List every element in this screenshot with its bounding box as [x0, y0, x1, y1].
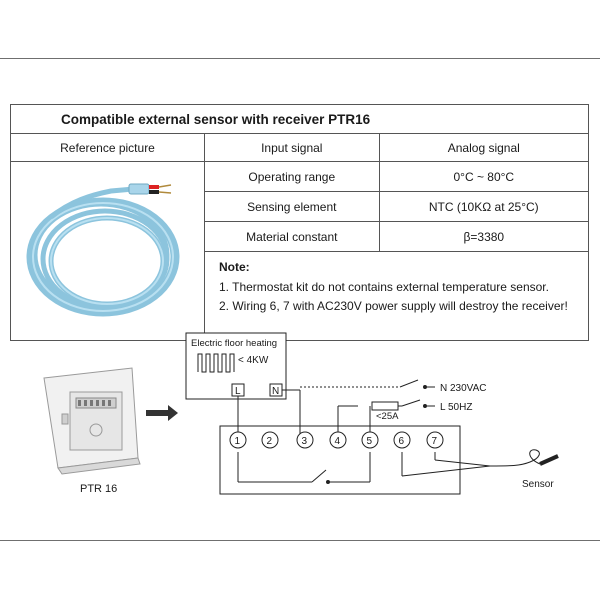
- terminal-block: 1 2 3 4 5 6 7: [219, 425, 461, 495]
- row-label-sensing-element: Sensing element: [204, 191, 380, 222]
- terminal-5: 5: [367, 436, 373, 447]
- receiver-label: PTR 16: [80, 483, 117, 495]
- note-line-1: 1. Thermostat kit do not contains extern…: [219, 280, 549, 294]
- heater-box: Electric floor heating < 4KW L N: [185, 332, 287, 400]
- header-analog-signal: Analog signal: [378, 133, 590, 162]
- row-label-material-constant: Material constant: [204, 221, 380, 252]
- row-value-sensing-element: NTC (10KΩ at 25°C): [378, 191, 590, 222]
- header-input-signal: Input signal: [204, 133, 380, 162]
- sensor-label: Sensor: [522, 479, 554, 490]
- heater-terminal-n: N: [272, 386, 279, 397]
- table-title: Compatible external sensor with receiver…: [10, 104, 589, 134]
- row-label-operating-range: Operating range: [204, 161, 380, 192]
- wiring-diagram: PTR 16 Electric floor heating < 4KW L N: [43, 332, 559, 495]
- note-title: Note:: [219, 260, 250, 274]
- terminal-6: 6: [399, 436, 405, 447]
- terminal-2: 2: [267, 436, 273, 447]
- header-reference-picture: Reference picture: [10, 133, 205, 162]
- sensor-spec-table: Compatible external sensor with receiver…: [10, 104, 590, 341]
- row-value-operating-range: 0°C ~ 80°C: [378, 161, 590, 192]
- supply-n-label: N 230VAC: [440, 383, 487, 394]
- row-value-material-constant: β=3380: [378, 221, 590, 252]
- receiver-device: [43, 367, 141, 475]
- heater-terminal-l: L: [235, 386, 241, 397]
- sensor-cable-picture: [10, 161, 205, 341]
- fuse-label: <25A: [376, 411, 399, 422]
- bottom-rule: [0, 540, 600, 541]
- terminal-1: 1: [235, 436, 241, 447]
- note-line-2: 2. Wiring 6, 7 with AC230V power supply …: [219, 299, 568, 313]
- sensor-probe-icon: [539, 454, 559, 466]
- arrow-icon: [146, 405, 178, 421]
- sensor-cable-image: [26, 183, 180, 317]
- supply-l-label: L 50HZ: [440, 402, 472, 413]
- terminal-4: 4: [335, 436, 341, 447]
- wiring-lines: [237, 379, 541, 484]
- heater-power: < 4KW: [238, 355, 269, 366]
- heater-title: Electric floor heating: [191, 338, 277, 349]
- terminal-3: 3: [302, 436, 308, 447]
- note-box: Note: 1. Thermostat kit do not contains …: [204, 251, 589, 341]
- terminal-7: 7: [432, 436, 438, 447]
- top-rule: [0, 58, 600, 59]
